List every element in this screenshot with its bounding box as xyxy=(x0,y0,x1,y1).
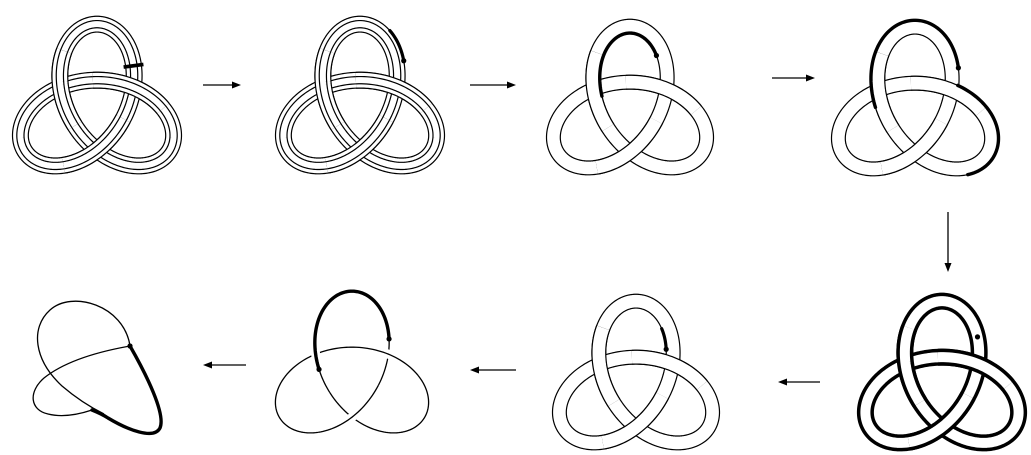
knot-panel-5 xyxy=(865,301,1018,443)
arrow-right-icon xyxy=(203,82,241,89)
arrow-down-icon xyxy=(945,212,952,272)
knot-panels xyxy=(20,20,1018,443)
knot-strand xyxy=(33,346,130,416)
arrow-left-icon xyxy=(470,367,516,374)
knot-panel-4 xyxy=(838,20,998,174)
knot-panel-6 xyxy=(559,301,712,443)
arrow-right-icon xyxy=(772,75,815,82)
vertex-dot xyxy=(975,334,980,339)
arrow-right-icon xyxy=(470,82,516,89)
knot-over-crossing xyxy=(348,347,418,375)
knot-panel-1 xyxy=(20,24,173,166)
vertex-dot xyxy=(316,367,321,372)
highlight-arc xyxy=(92,346,161,433)
highlight-arc xyxy=(315,291,389,369)
knot-panel-7 xyxy=(275,291,428,433)
arrow-left-icon xyxy=(203,362,246,369)
knot-panel-3 xyxy=(553,26,706,168)
vertex-dot xyxy=(401,58,406,63)
knot-panel-2 xyxy=(283,24,436,166)
knot-panel-8 xyxy=(33,301,161,433)
vertex-dot xyxy=(664,347,669,352)
vertex-dot xyxy=(956,65,961,70)
arrow-left-icon xyxy=(778,379,820,386)
vertex-dot xyxy=(127,343,132,348)
vertex-dot xyxy=(386,336,391,341)
crossing-strand xyxy=(348,347,418,375)
vertex-dot xyxy=(654,53,659,58)
